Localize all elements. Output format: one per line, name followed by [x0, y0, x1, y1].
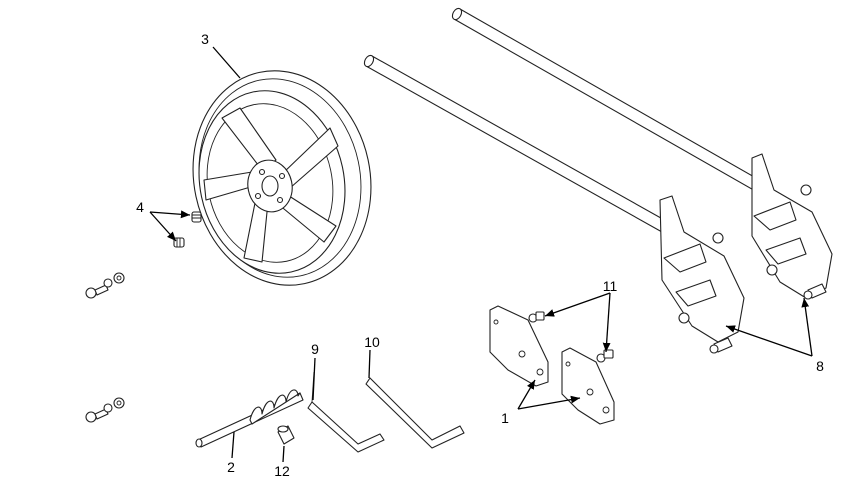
long-rod-lower: [363, 54, 669, 233]
callout-4: 4: [136, 199, 144, 215]
long-rod-upper: [451, 7, 771, 197]
set-screw-upper: [191, 211, 202, 223]
bolt-11-lower: [596, 349, 614, 363]
callout-12: 12: [274, 463, 290, 479]
agitator-assembly-right: [751, 153, 833, 300]
hex-key-large: [365, 377, 465, 449]
coupling-nut: [277, 425, 295, 445]
callout-2: 2: [227, 459, 235, 475]
callout-11: 11: [602, 278, 618, 294]
callout-8: 8: [816, 358, 824, 374]
callout-1: 1: [501, 410, 509, 426]
set-screw-lower: [173, 237, 185, 248]
agitator-assembly-left: [659, 195, 745, 354]
callout-9: 9: [311, 341, 319, 357]
wheel: [192, 70, 372, 286]
bolt-nut-lower: [85, 397, 125, 423]
bracket-right: [561, 347, 615, 425]
bracket-left: [489, 305, 549, 387]
callout-10: 10: [364, 334, 380, 350]
auger-shaft: [195, 389, 304, 448]
bolt-nut-upper: [85, 272, 125, 299]
bolt-11-upper: [528, 311, 545, 323]
callout-3: 3: [201, 31, 209, 47]
leader-lines: [149, 46, 813, 463]
